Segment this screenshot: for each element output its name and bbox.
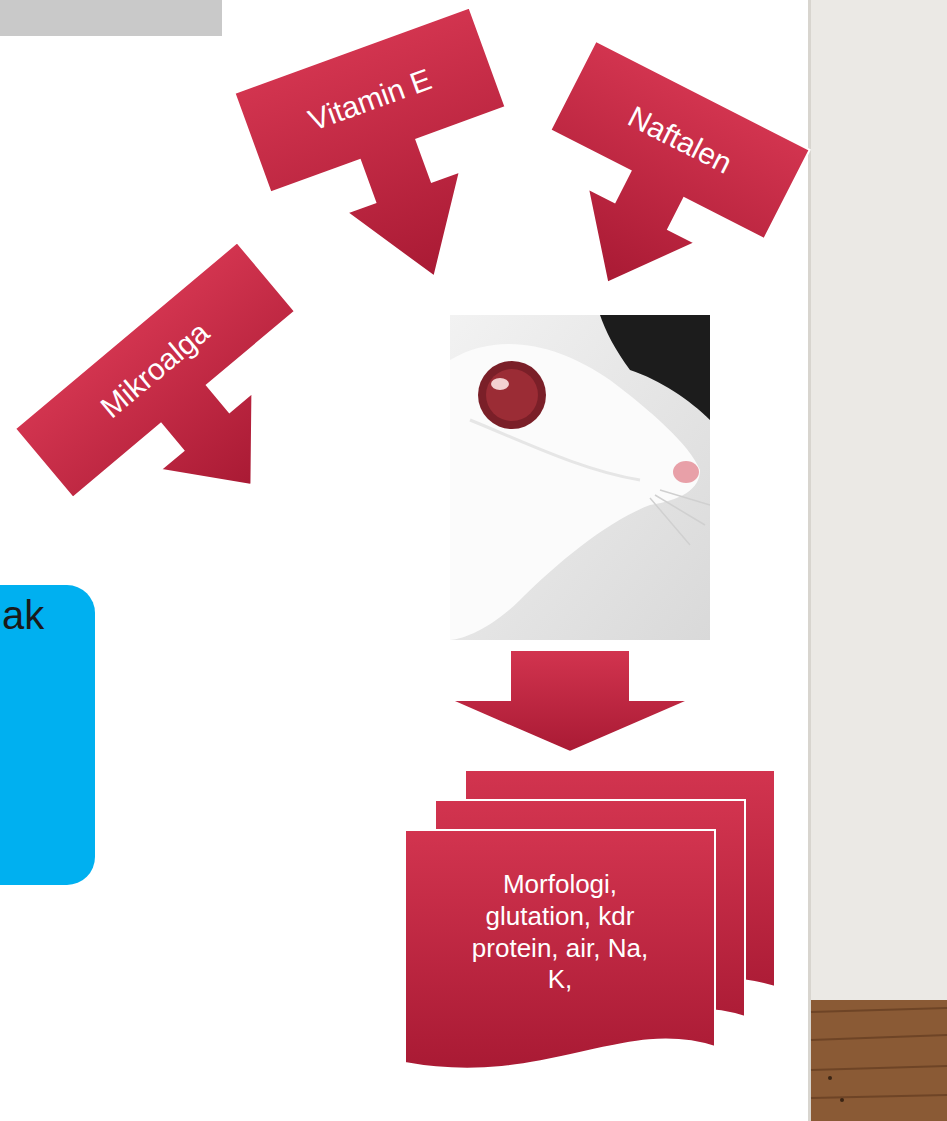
panel-edge — [808, 0, 811, 1121]
blue-panel: ak — [0, 585, 95, 885]
document-stack: Morfologi, glutation, kdr protein, air, … — [405, 770, 770, 1075]
callout-text-area: Naftalen — [550, 41, 809, 239]
callout-shape — [234, 7, 551, 319]
callout-label: Naftalen — [622, 99, 737, 180]
document-text-area: Morfologi, glutation, kdr protein, air, … — [405, 830, 715, 1035]
side-panel — [808, 0, 947, 1121]
arrow-callout: Vitamin E — [234, 7, 551, 319]
arrow-callout: Mikroalga — [15, 242, 362, 578]
callout-shape — [500, 41, 809, 337]
top-bar — [0, 0, 222, 36]
callout-outline — [15, 242, 362, 578]
down-arrow — [450, 650, 690, 752]
wood-floor — [811, 1000, 947, 1121]
callout-shape — [15, 242, 362, 578]
panel-text: ak — [2, 593, 95, 638]
document-sheet — [405, 830, 715, 1069]
callout-label: Vitamin E — [304, 62, 436, 138]
arrow-callout: Naftalen — [500, 41, 809, 337]
rat-photo — [450, 315, 710, 640]
callout-outline — [234, 7, 551, 319]
callout-outline — [500, 41, 809, 337]
document-text: Morfologi, glutation, kdr protein, air, … — [463, 869, 658, 996]
callout-text-area: Mikroalga — [15, 242, 295, 497]
